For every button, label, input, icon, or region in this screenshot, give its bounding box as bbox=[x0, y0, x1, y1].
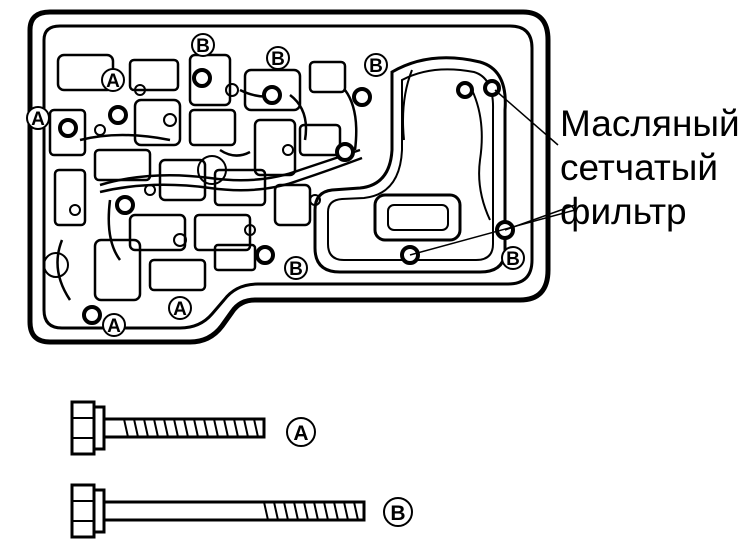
svg-text:B: B bbox=[390, 502, 405, 525]
oil-strainer-label-line-1: Масляный bbox=[560, 103, 740, 144]
svg-text:B: B bbox=[196, 36, 210, 57]
svg-text:A: A bbox=[106, 71, 120, 92]
svg-text:B: B bbox=[369, 56, 383, 77]
bolt-b-label: B bbox=[383, 497, 413, 527]
svg-text:A: A bbox=[107, 316, 121, 337]
valve-passages bbox=[48, 53, 363, 302]
svg-text:B: B bbox=[289, 259, 303, 280]
bolt-b-illustration bbox=[70, 483, 366, 539]
valve-detail-circles bbox=[43, 83, 321, 278]
svg-text:A: A bbox=[173, 299, 187, 320]
bolt-marker-a-upper-left: A bbox=[101, 68, 125, 92]
bolt-marker-b-top-right: B bbox=[364, 53, 388, 77]
bolt-marker-b-top-mid: B bbox=[266, 46, 290, 70]
bolt-a-illustration bbox=[70, 400, 266, 456]
bolt-marker-b-top: B bbox=[191, 33, 215, 57]
svg-text:B: B bbox=[271, 49, 285, 70]
oil-strainer bbox=[313, 56, 507, 274]
svg-text:A: A bbox=[293, 422, 308, 445]
svg-text:A: A bbox=[31, 109, 45, 130]
bolt-a-label: A bbox=[286, 417, 316, 447]
bolt-marker-a-left: A bbox=[26, 106, 50, 130]
oil-strainer-label-line-3: фильтр bbox=[560, 191, 687, 232]
svg-text:B: B bbox=[506, 249, 520, 270]
assembly-bolt-markers: B B B A A B A A bbox=[26, 33, 525, 337]
callout-leader-lines bbox=[409, 89, 576, 256]
bolt-marker-a-lower: A bbox=[168, 296, 192, 320]
bolt-heads bbox=[58, 68, 515, 325]
bolt-marker-b-lower: B bbox=[284, 256, 308, 280]
bolt-marker-b-right: B bbox=[501, 246, 525, 270]
bolt-marker-a-bottom: A bbox=[102, 313, 126, 337]
valve-body-housing bbox=[27, 9, 551, 345]
oil-strainer-label-line-2: сетчатый bbox=[560, 147, 719, 188]
